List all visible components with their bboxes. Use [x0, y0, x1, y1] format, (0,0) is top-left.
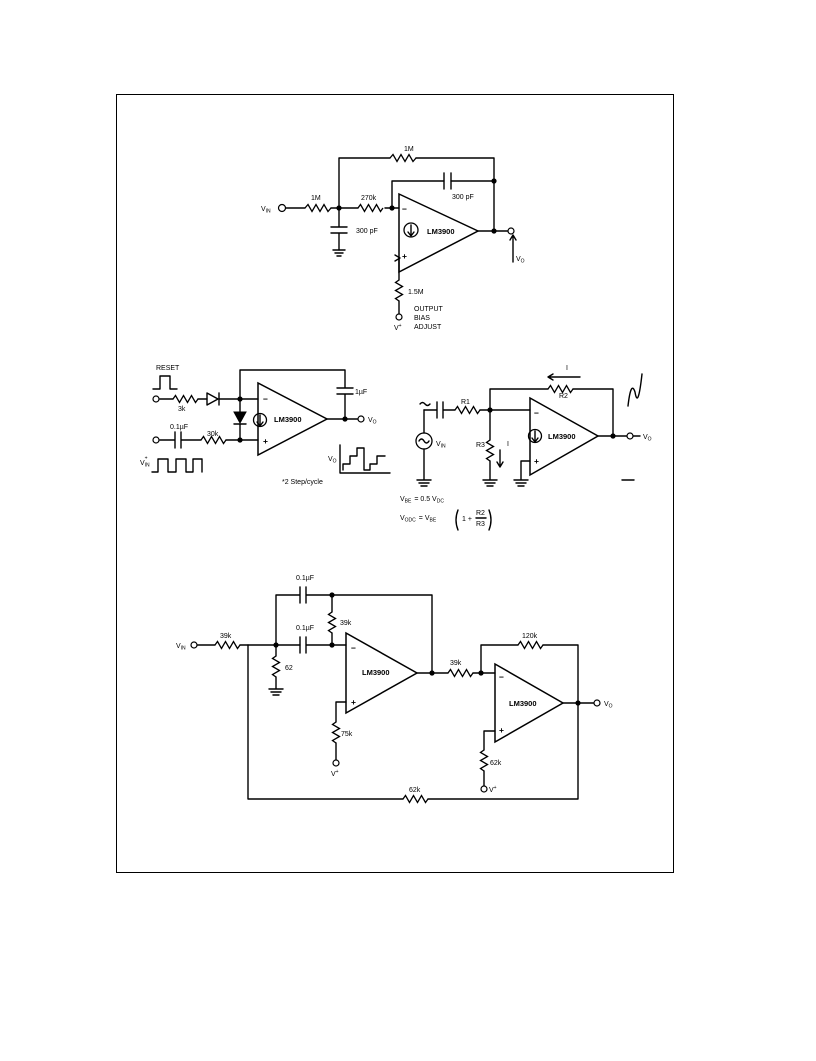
c2-vo-label: VO: [368, 417, 377, 426]
opamp-4a-plus: +: [351, 697, 356, 707]
circuit-1-amplifier: LM3900 − +: [261, 146, 525, 332]
opamp-4b-label: LM3900: [509, 699, 537, 708]
c1-note-line-2: BIAS: [414, 315, 430, 322]
c4-r-loop-label: 62k: [409, 787, 421, 794]
opamp-4b-minus: −: [499, 672, 504, 682]
opamp-2-label: LM3900: [274, 415, 302, 424]
circuit-4-bandpass: LM3900 − + LM3900 − +: [176, 575, 613, 804]
c4-r-in-label: 39k: [220, 633, 232, 640]
c4-r-bias2-label: 62k: [490, 760, 502, 767]
opamp-1-label: LM3900: [427, 227, 455, 236]
c1-r-feedback-label: 1M: [404, 146, 414, 153]
c3-eq2-one: 1 +: [462, 516, 472, 523]
c4-r-shunt-label: 62: [285, 665, 293, 672]
c3-eq2-num: R2: [476, 510, 485, 517]
c4-c-top-label: 0.1µF: [296, 575, 314, 582]
c2-c-in-label: 0.1µF: [170, 424, 188, 431]
c3-r2-label: R2: [559, 393, 568, 400]
opamp-4b: [494, 662, 565, 744]
c1-note-line-1: OUTPUT: [414, 306, 444, 313]
c1-r-series-label: 270k: [361, 195, 377, 202]
opamp-4a-minus: −: [351, 643, 356, 653]
opamp-2-minus: −: [263, 394, 268, 404]
c1-c-shunt-label: 300 pF: [356, 228, 378, 235]
opamp-2: [257, 381, 329, 457]
c1-vo-label: VO: [516, 256, 525, 265]
opamp-1: [398, 192, 480, 274]
c3-eq2: VODC= VBE: [400, 515, 437, 524]
c1-r-in-label: 1M: [311, 195, 321, 202]
opamp-4a-label: LM3900: [362, 668, 390, 677]
opamp-3-minus: −: [534, 408, 539, 418]
c3-eq2-den: R3: [476, 521, 485, 528]
c3-vin-label: VIN: [436, 441, 446, 450]
opamp-1-plus: +: [402, 251, 407, 261]
c4-r-fb2-label: 120k: [522, 633, 538, 640]
opamp-2-plus: +: [263, 436, 268, 446]
c3-eq1: VBE= 0.5 VDC: [400, 496, 444, 505]
c4-vin-label: VIN: [176, 643, 186, 652]
c2-c-feedback-label: 1µF: [355, 389, 367, 396]
c3-vo-label: VO: [643, 434, 652, 443]
c3-current-top: I: [566, 365, 568, 372]
c4-vo-label: VO: [604, 701, 613, 710]
c2-r-in-label: 30k: [207, 431, 219, 438]
c4-c-mid-label: 0.1µF: [296, 625, 314, 632]
c1-r-bias-label: 1.5M: [408, 289, 424, 296]
c3-r3-label: R3: [476, 442, 485, 449]
c2-reset-label: RESET: [156, 365, 180, 372]
c4-vplus2-label: V+: [489, 785, 497, 794]
opamp-3: [529, 396, 600, 477]
current-source-symbol-1: [403, 222, 419, 238]
opamp-1-minus: −: [402, 204, 407, 214]
c4-r-bias1-label: 75k: [341, 731, 353, 738]
c4-r-fb-label: 39k: [340, 620, 352, 627]
c1-c-feedback-label: 300 pF: [452, 194, 474, 201]
c1-vin-label: VIN: [261, 206, 271, 215]
c2-note: *2 Step/cycle: [282, 479, 323, 486]
opamp-4a: [345, 631, 419, 715]
c3-current-side: I: [507, 441, 509, 448]
circuit-2-staircase: LM3900 − +: [140, 365, 391, 486]
opamp-4b-plus: +: [499, 725, 504, 735]
c2-r-reset-label: 3k: [178, 406, 186, 413]
c3-r1-label: R1: [461, 399, 470, 406]
opamp-3-label: LM3900: [548, 432, 576, 441]
c1-vplus-label: V+: [394, 323, 402, 332]
c2-vo-staircase-label: VO: [328, 456, 337, 465]
c2-vin-label: VIN+: [140, 456, 150, 469]
page-border: [116, 94, 674, 873]
c4-r-series-label: 39k: [450, 660, 462, 667]
c1-note-line-3: ADJUST: [414, 324, 442, 331]
c4-vplus1-label: V+: [331, 769, 339, 778]
opamp-3-plus: +: [534, 456, 539, 466]
circuit-3-ac-amplifier: LM3900 − + R1: [400, 365, 652, 531]
